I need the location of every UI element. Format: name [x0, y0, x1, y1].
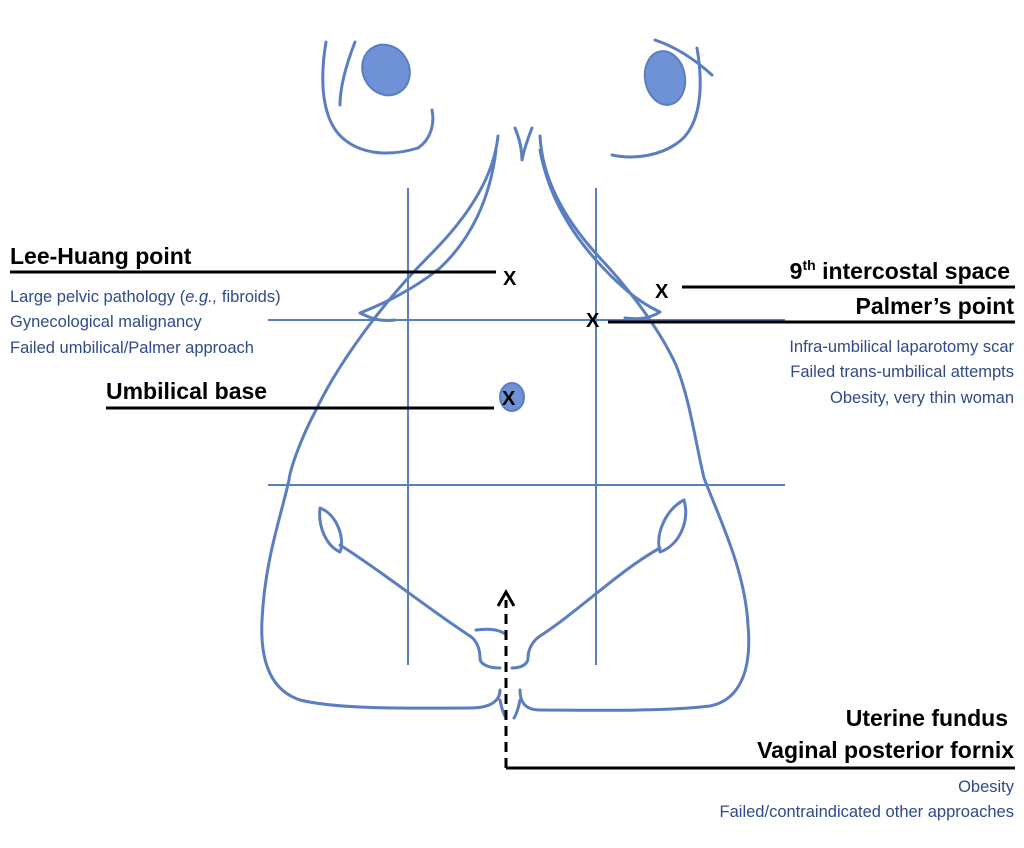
palmer-mark: X [586, 310, 600, 332]
palmer-note-2: Failed trans-umbilical attempts [790, 363, 1014, 381]
left-side [260, 134, 502, 710]
lee-huang-note-3: Failed umbilical/Palmer approach [10, 339, 254, 357]
right-shoulder [610, 46, 702, 159]
uterine-title: Uterine fundus [846, 705, 1008, 731]
intercostal-mark: X [655, 281, 669, 303]
lee-huang-note-2: Gynecological malignancy [10, 313, 202, 331]
left-shoulder-inner [416, 108, 435, 150]
left-upper-arm [338, 40, 357, 107]
right-side [518, 134, 751, 712]
lee-huang-mark: X [503, 268, 517, 290]
neck-notch [513, 126, 534, 162]
crotch-right [512, 698, 522, 720]
right-inguinal [538, 546, 662, 638]
left-hip-pocket [318, 506, 344, 554]
palmer-note-3: Obesity, very thin woman [830, 389, 1014, 407]
vaginal-note-2: Failed/contraindicated other approaches [720, 803, 1014, 821]
left-nipple [361, 43, 411, 97]
palmer-title: Palmer’s point [856, 293, 1015, 319]
vaginal-arrow-head [496, 588, 516, 607]
palmer-note-1: Infra-umbilical laparotomy scar [789, 338, 1014, 356]
pubic-right [510, 634, 542, 670]
right-shoulder-outer [653, 38, 714, 77]
left-inguinal [338, 543, 472, 638]
vaginal-note-1: Obesity [958, 778, 1015, 796]
right-hip-pocket [657, 498, 688, 554]
pubic-top [474, 627, 507, 636]
lee-huang-note-1: Large pelvic pathology (e.g., fibroids) [10, 288, 281, 306]
umbilicus [499, 382, 525, 412]
intercostal-title: 9th intercostal space [790, 257, 1010, 284]
umbilical-mark: X [502, 388, 516, 410]
rib-arch-left [358, 148, 498, 322]
umbilical-title: Umbilical base [106, 378, 267, 404]
pubic-left [468, 634, 502, 670]
rib-arch-right [538, 148, 662, 321]
vaginal-title: Vaginal posterior fornix [757, 737, 1014, 763]
right-nipple [643, 50, 687, 106]
left-shoulder [321, 40, 420, 155]
lee-huang-title: Lee-Huang point [10, 243, 192, 269]
torso-outline [260, 38, 751, 720]
